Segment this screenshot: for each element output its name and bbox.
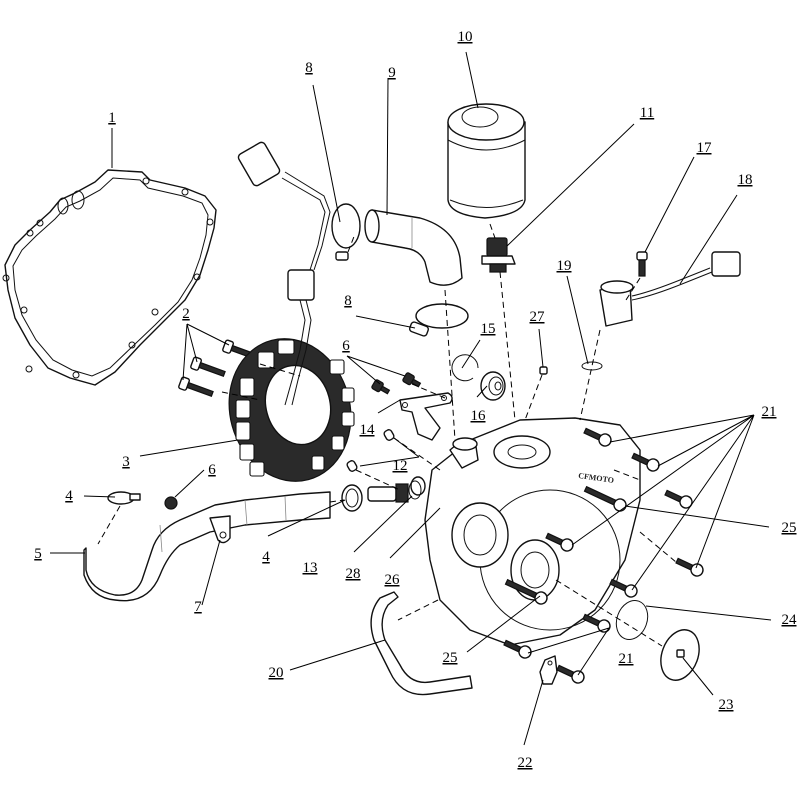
inspection-cap: [660, 629, 700, 681]
callout-2: 2: [182, 306, 190, 322]
callout-4-right: 4: [262, 549, 270, 565]
speed-sensor: [599, 251, 741, 327]
callout-15: 15: [481, 321, 496, 337]
bearing: [480, 371, 506, 401]
hose-clamp-lower: [408, 303, 469, 337]
hose-fitting: [367, 483, 409, 503]
callout-5: 5: [34, 546, 42, 562]
sealing-washer: [408, 480, 422, 500]
callout-6-bracket: 6: [342, 338, 350, 354]
stator-harness: [237, 141, 331, 406]
callout-9: 9: [388, 65, 396, 81]
callout-23: 23: [719, 697, 734, 713]
oil-filter: [447, 103, 526, 219]
callout-21-lower: 21: [619, 651, 634, 667]
callout-20: 20: [269, 665, 284, 681]
plug: [539, 366, 548, 375]
dowel-pins: [346, 429, 395, 472]
callout-13: 13: [303, 560, 318, 576]
coolant-hose: [83, 491, 331, 602]
callout-27: 27: [530, 309, 546, 325]
hose-clamp-right: [341, 484, 363, 512]
filter-nipple: [481, 237, 516, 273]
callout-28: 28: [346, 566, 361, 582]
cover-bolts: [503, 427, 704, 684]
hose-bracket: [209, 515, 231, 544]
callout-16: 16: [471, 408, 487, 424]
breather-tube: [370, 591, 473, 696]
callout-22: 22: [518, 755, 533, 771]
callout-3: 3: [122, 454, 130, 470]
callout-25-lower: 25: [443, 650, 458, 666]
callout-21-upper: 21: [762, 404, 777, 420]
callout-17: 17: [697, 140, 713, 156]
gasket: [2, 169, 217, 386]
stator: [228, 338, 355, 482]
circlip: [451, 354, 479, 382]
leader-lines: [50, 51, 772, 746]
stator-cover: CFMOTO: [410, 417, 641, 646]
bracket: [399, 392, 453, 441]
callout-labels: 1 2 3 4 4 5 6 6 7 8 8 9 10 11 12 13 14 1…: [34, 29, 797, 771]
bracket-bolts: [371, 372, 422, 395]
o-ring-sensor: [581, 361, 603, 371]
callout-8-upper: 8: [305, 60, 313, 76]
callout-24: 24: [782, 612, 798, 628]
callout-25-upper: 25: [782, 520, 797, 536]
hose-clamp-upper: [331, 203, 361, 261]
callout-26: 26: [385, 572, 401, 588]
sensor-bolt: [636, 251, 648, 277]
callout-6-hose: 6: [208, 462, 216, 478]
hose-clamp-left: [107, 491, 141, 505]
callout-1: 1: [108, 110, 116, 126]
callout-11: 11: [640, 105, 654, 121]
callout-14: 14: [360, 422, 376, 438]
callout-4-left: 4: [65, 488, 73, 504]
callout-8-lower: 8: [344, 293, 352, 309]
callout-19: 19: [557, 258, 572, 274]
clip-bracket: [539, 655, 558, 685]
callout-7: 7: [194, 599, 202, 615]
o-ring-cap: [615, 600, 649, 640]
elbow-hose: [364, 209, 463, 286]
bolt-hose: [164, 496, 178, 510]
callout-10: 10: [458, 29, 473, 45]
callout-12: 12: [393, 458, 408, 474]
callout-18: 18: [738, 172, 753, 188]
assembly-lines: [97, 223, 677, 647]
